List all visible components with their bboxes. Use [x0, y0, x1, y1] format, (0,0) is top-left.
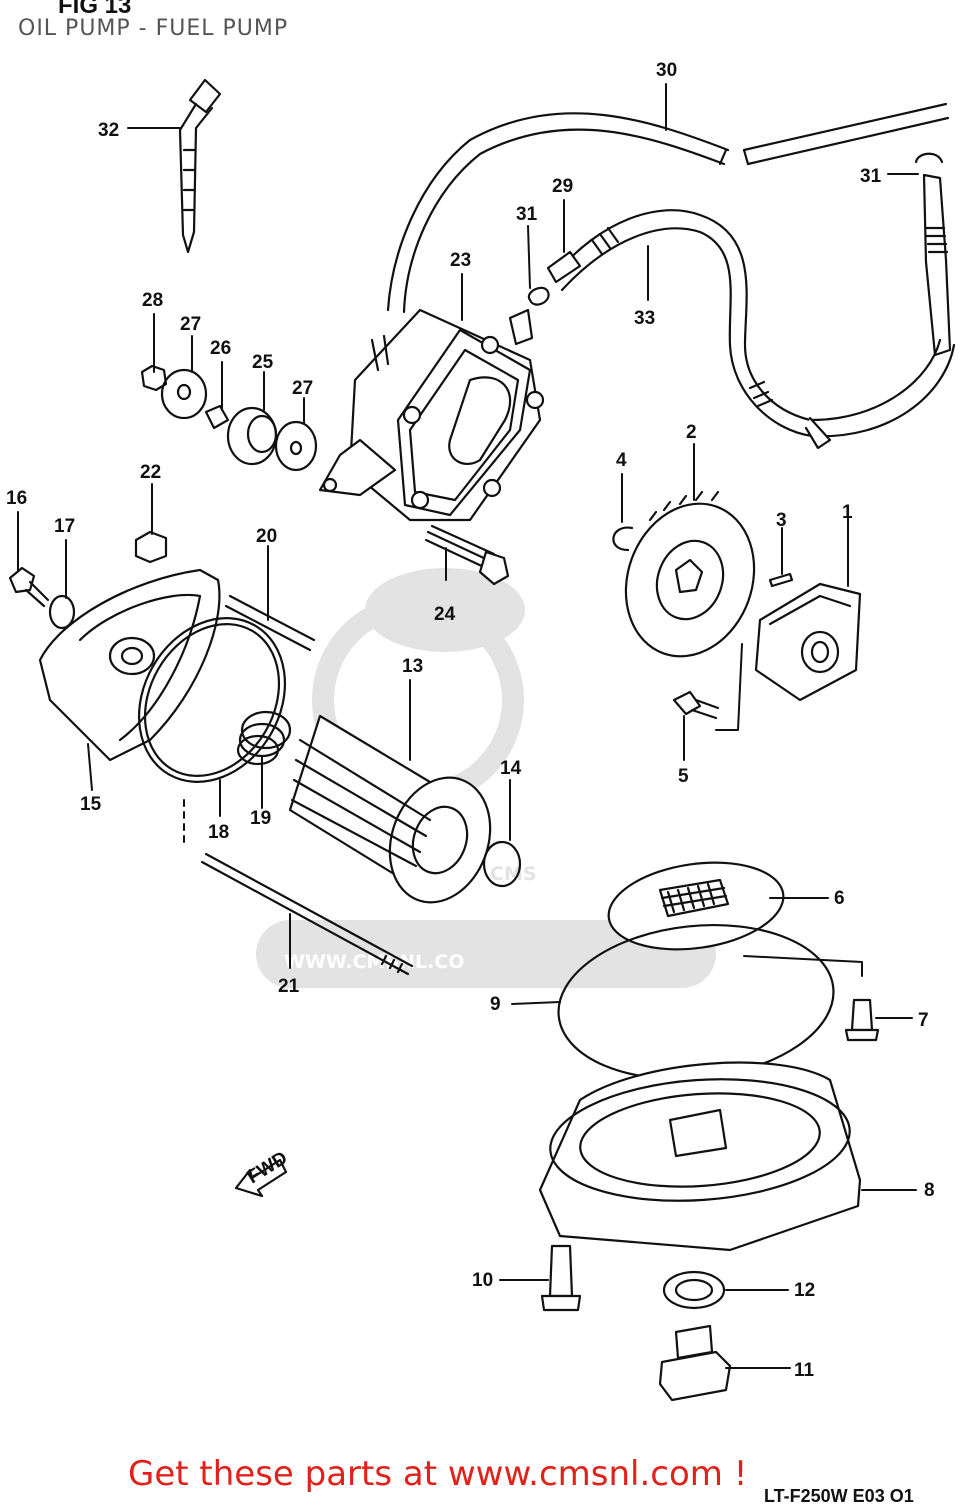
callout-5: 5: [678, 766, 689, 787]
diagram-code: LT-F250W E03 O1: [764, 1486, 914, 1506]
callout-21: 21: [278, 976, 300, 997]
callout-26: 26: [210, 338, 231, 359]
part-21-long-stud: [200, 852, 414, 976]
callout-10: 10: [472, 1270, 493, 1291]
part-4-circlip: [612, 526, 634, 552]
part-18-o-ring: [137, 617, 287, 783]
callout-8: 8: [924, 1180, 935, 1201]
part-22-nut: [134, 530, 168, 564]
part-33-hose: [553, 209, 956, 450]
watermark: CMS WWW.CMSNL.CO: [256, 568, 716, 988]
part-20-stud: [224, 594, 316, 652]
part-30-fuel-hose: [386, 102, 950, 314]
callout-31-right: 31: [860, 166, 882, 187]
callout-27-right: 27: [292, 378, 313, 399]
callout-23: 23: [450, 250, 471, 271]
callout-3: 3: [776, 510, 787, 531]
callout-27-left: 27: [180, 314, 201, 335]
part-23-fuel-pump: [318, 308, 545, 522]
watermark-url: WWW.CMSNL.CO: [284, 951, 464, 973]
part-16-bolt: [8, 566, 50, 608]
part-24-bolt: [424, 524, 510, 586]
callout-29: 29: [552, 176, 573, 197]
callout-11: 11: [794, 1360, 815, 1381]
callout-24: 24: [434, 604, 456, 625]
callout-20: 20: [256, 526, 277, 547]
callout-31-left: 31: [516, 204, 538, 225]
part-26-collar: [204, 404, 230, 430]
part-29-hose-end: [546, 250, 582, 284]
callout-18: 18: [208, 822, 229, 843]
callout-22: 22: [140, 462, 161, 483]
fwd-arrow-icon: FWD: [234, 1148, 291, 1198]
callout-30: 30: [656, 60, 677, 81]
part-14-o-ring: [482, 840, 522, 888]
part-27-washer-left: [160, 368, 208, 420]
callout-7: 7: [918, 1010, 929, 1031]
part-6-oil-strainer: [607, 861, 785, 951]
callout-4: 4: [616, 450, 627, 471]
part-10-bolt: [540, 1244, 582, 1312]
callout-14: 14: [500, 758, 522, 779]
callout-17: 17: [54, 516, 75, 537]
callout-32: 32: [98, 120, 119, 141]
callout-19: 19: [250, 808, 271, 829]
part-1-oil-pump-body: [754, 582, 862, 702]
callout-6: 6: [834, 888, 845, 909]
callout-9: 9: [490, 994, 501, 1015]
part-7-bolt: [844, 998, 880, 1042]
callout-25: 25: [252, 352, 274, 373]
callout-13: 13: [402, 656, 423, 677]
callout-numbers: 1 2 3 4 5 6 7 8 9 10 11 12 13 14 15 16 1…: [6, 60, 935, 1381]
part-8-sump-cover: [538, 1061, 862, 1252]
part-15-filter-cover: [38, 568, 221, 762]
part-17-washer: [48, 594, 76, 630]
part-32-cable-tie: [178, 78, 222, 254]
part-3-pin: [768, 572, 794, 588]
part-28-nut: [140, 364, 168, 392]
part-5-screw: [672, 690, 720, 720]
part-27-washer-right: [274, 420, 318, 472]
part-31-clamp-upper: [914, 152, 952, 357]
callout-16: 16: [6, 488, 27, 509]
part-2-pump-gear: [624, 490, 756, 658]
callout-12: 12: [794, 1280, 815, 1301]
figure-label: FIG 13: [58, 0, 132, 19]
callout-28: 28: [142, 290, 163, 311]
diagram-subtitle: OIL PUMP - FUEL PUMP: [18, 16, 289, 41]
part-13-oil-filter: [288, 714, 492, 904]
watermark-logo: CMS: [490, 863, 537, 885]
footer-banner-link[interactable]: Get these parts at www.cmsnl.com !: [128, 1454, 748, 1494]
leader-lines: [17, 83, 919, 1369]
part-31-clamp-lower: [527, 286, 550, 306]
callout-33: 33: [634, 308, 655, 329]
part-12-washer: [662, 1270, 726, 1310]
callout-1: 1: [842, 502, 853, 523]
callout-2: 2: [686, 422, 697, 443]
part-25-grommet: [226, 406, 278, 466]
callout-15: 15: [80, 794, 102, 815]
part-11-drain-plug: [658, 1324, 732, 1402]
